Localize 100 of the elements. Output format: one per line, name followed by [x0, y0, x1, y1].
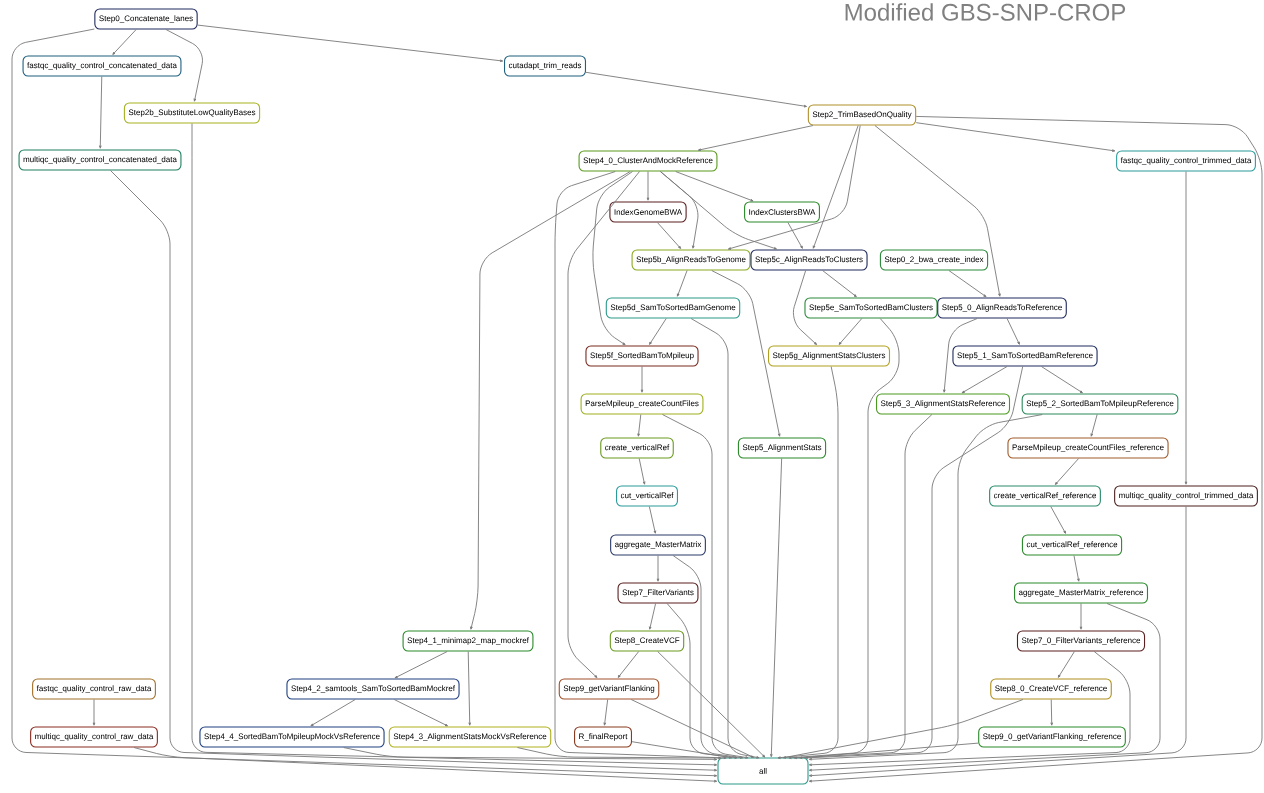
- arrow: [1090, 414, 1098, 437]
- step-box: Step7_FilterVariants: [617, 582, 699, 604]
- arrow: [649, 318, 667, 345]
- step-box: Step5c_AlignReadsToClusters: [750, 249, 868, 271]
- arrow: [517, 747, 722, 760]
- step-box: Step5_3_AlignmentStatsReference: [876, 393, 1011, 415]
- arrow: [666, 603, 738, 759]
- arrow: [808, 506, 1187, 777]
- arrow: [631, 741, 733, 759]
- arrow: [567, 171, 640, 678]
- step-box: fastqc_quality_control_trimmed_data: [1116, 150, 1256, 172]
- arrow: [943, 318, 978, 393]
- arrow: [727, 125, 861, 250]
- arrow: [770, 458, 783, 758]
- step-box: Step4_3_AlignmentStatsMockVsReference: [388, 726, 552, 748]
- arrow: [915, 122, 1116, 152]
- arrow: [799, 742, 979, 759]
- step-box: Step5_0_AlignReadsToReference: [937, 297, 1067, 319]
- arrow: [165, 29, 203, 102]
- step-box: cut_verticalRef_reference: [1021, 534, 1123, 556]
- arrow: [662, 414, 749, 759]
- arrow: [788, 318, 900, 759]
- arrow: [1041, 366, 1083, 394]
- step-box: IndexGenomeBWA: [609, 201, 687, 223]
- arrow: [1006, 318, 1020, 345]
- step-box: Step8_0_CreateVCF_reference: [990, 678, 1112, 700]
- arrow: [711, 270, 781, 437]
- step-box: Step4_2_samtools_SamToSortedBamMockref: [286, 678, 460, 700]
- step-box: Step5_2_SortedBamToMpileupReference: [1021, 393, 1179, 415]
- arrow: [110, 170, 718, 772]
- step-box: Step0_Concatenate_lanes: [94, 8, 198, 30]
- step-box: Step0_2_bwa_create_index: [879, 249, 989, 271]
- arrow: [630, 699, 755, 758]
- arrow: [804, 366, 1024, 760]
- arrow: [191, 123, 718, 767]
- step-box: IndexClustersBWA: [744, 201, 820, 223]
- step-box: fastqc_quality_control_concatenated_data: [22, 55, 182, 77]
- arrow: [787, 222, 803, 249]
- arrow: [467, 651, 471, 726]
- arrow: [1050, 506, 1066, 534]
- step-box: Step5_1_SamToSortedBamReference: [952, 345, 1098, 367]
- arrow: [1054, 458, 1079, 485]
- step-box: Step8_CreateVCF: [609, 630, 685, 652]
- arrow: [792, 270, 818, 346]
- step-box: create_verticalRef: [600, 437, 674, 459]
- step-box: R_finalReport: [574, 726, 632, 748]
- arrow: [657, 222, 682, 249]
- step-box: ParseMpileup_createCountFiles: [580, 393, 704, 415]
- step-box: Step4_1_minimap2_map_mockref: [402, 630, 534, 652]
- arrow: [690, 318, 760, 759]
- step-box: Step5e_SamToSortedBamClusters: [804, 297, 938, 319]
- arrow: [697, 125, 814, 151]
- step-box: Step2_TrimBasedOnQuality: [807, 104, 917, 126]
- step-box: create_verticalRef_reference: [989, 485, 1101, 507]
- step-box: Step9_0_getVariantFlanking_reference: [978, 726, 1126, 748]
- step-box: all: [717, 757, 809, 785]
- step-box: Step7_0_FilterVariants_reference: [1016, 630, 1146, 652]
- arrow: [197, 24, 504, 63]
- arrow: [874, 125, 1001, 297]
- arrow: [657, 651, 766, 758]
- arrow: [11, 28, 718, 777]
- arrow: [603, 699, 609, 726]
- step-box: Step4_0_ClusterAndMockReference: [578, 150, 718, 172]
- arrow: [99, 76, 103, 149]
- arrow: [470, 171, 631, 630]
- step-box: Step4_4_SortedBamToMpileupMockVsReference: [199, 726, 385, 748]
- arrow: [822, 270, 857, 298]
- arrow: [808, 116, 1263, 783]
- arrow: [782, 699, 1024, 759]
- arrow: [554, 171, 727, 760]
- arrow: [812, 125, 859, 249]
- arrow: [808, 414, 1043, 761]
- arrow: [677, 270, 688, 297]
- arrow: [310, 699, 356, 727]
- arrow: [656, 555, 660, 582]
- step-box: cutadapt_trim_reads: [504, 55, 586, 77]
- arrow: [948, 270, 987, 298]
- step-box: Step5g_AlignmentStatsClusters: [768, 345, 891, 367]
- arrow: [1050, 699, 1053, 726]
- step-box: cut_verticalRef: [616, 485, 678, 507]
- arrow: [961, 366, 1008, 394]
- arrow: [394, 651, 448, 679]
- arrow: [646, 171, 650, 201]
- step-box: multiqc_quality_control_trimmed_data: [1114, 485, 1258, 507]
- arrow: [343, 747, 718, 761]
- arrow: [808, 603, 1161, 772]
- arrow: [659, 171, 778, 250]
- arrow: [592, 171, 633, 346]
- arrow: [648, 603, 657, 630]
- step-box: ParseMpileup_createCountFiles_reference: [1007, 437, 1169, 459]
- arrow: [133, 747, 718, 783]
- arrow: [638, 458, 646, 485]
- step-box: multiqc_quality_control_concatenated_data: [18, 149, 182, 171]
- arrow: [1079, 603, 1083, 630]
- arrow: [92, 699, 96, 726]
- arrow: [617, 651, 640, 678]
- step-box: multiqc_quality_control_raw_data: [30, 726, 158, 748]
- arrow: [648, 506, 657, 534]
- step-box: Step2b_SubstituteLowQualityBases: [123, 102, 261, 124]
- step-box: Step5b_AlignReadsToGenome: [631, 249, 751, 271]
